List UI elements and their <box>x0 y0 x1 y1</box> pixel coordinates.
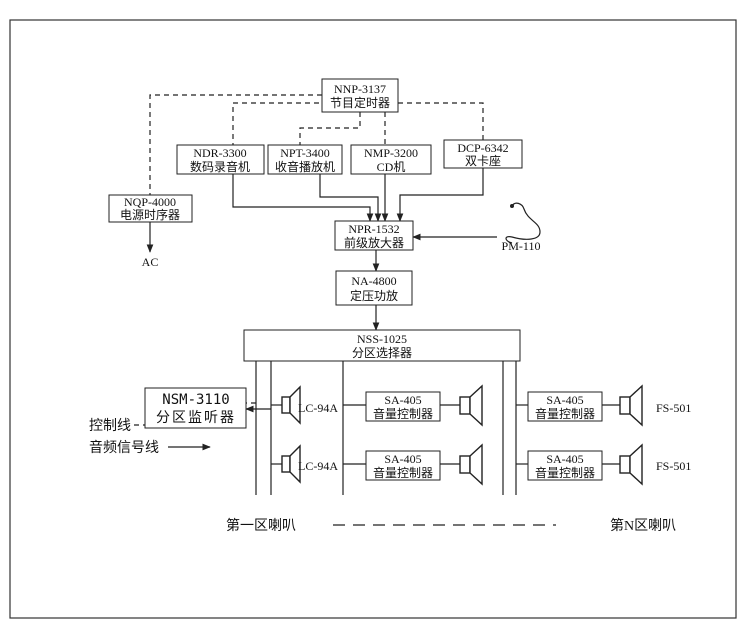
cassette-deck-box[interactable]: DCP-6342 双卡座 <box>443 139 523 169</box>
volume-control-row2-zone1[interactable]: SA-405 音量控制器 <box>365 450 441 481</box>
preamplifier-name: 前级放大器 <box>344 235 404 250</box>
volume-control-row1-zoneN[interactable]: SA-405 音量控制器 <box>527 391 603 422</box>
speaker-lc-row1-icon <box>281 385 301 425</box>
zone-selector-model: NSS-1025 <box>357 332 407 346</box>
cassette-deck-name: 双卡座 <box>465 153 501 168</box>
power-amplifier-model: NA-4800 <box>351 274 396 288</box>
microphone-icon <box>505 202 541 244</box>
microphone-label: PM-110 <box>502 239 541 253</box>
speaker-lc-row1-label: LC-94A <box>298 401 338 415</box>
speaker-lc-row2-icon <box>281 444 301 484</box>
speaker-fs-row2-icon <box>619 443 643 486</box>
volume-control-model: SA-405 <box>546 452 583 466</box>
volume-control-name: 音量控制器 <box>535 465 595 480</box>
zone-selector-name: 分区选择器 <box>352 346 412 360</box>
radio-player-model: NPT-3400 <box>280 146 330 160</box>
recorder-name: 数码录音机 <box>190 159 250 174</box>
legend-audio-line-label: 音频信号线 <box>89 439 159 456</box>
recorder-box[interactable]: NDR-3300 数码录音机 <box>176 144 265 175</box>
volume-control-name: 音量控制器 <box>373 406 433 421</box>
speaker-lc-row2-label: LC-94A <box>298 459 338 473</box>
volume-control-model: SA-405 <box>546 393 583 407</box>
power-sequencer-box[interactable]: NQP-4000 电源时序器 <box>108 194 193 223</box>
cd-player-box[interactable]: NMP-3200 CD机 <box>350 144 432 175</box>
zone-monitor-box[interactable]: NSM-3110 分区监听器 <box>144 387 247 429</box>
cd-player-name: CD机 <box>377 160 406 174</box>
audio-lines <box>146 168 497 331</box>
control-lines <box>149 94 484 195</box>
radio-player-name: 收音播放机 <box>275 159 335 174</box>
zone-bus-lines <box>245 361 620 495</box>
volume-control-model: SA-405 <box>384 393 421 407</box>
speaker-fs-row1-icon <box>619 384 643 427</box>
timer-model: NNP-3137 <box>334 82 386 96</box>
zone-monitor-model: NSM-3110 <box>162 392 229 408</box>
speaker-row2-zone1-icon <box>459 443 483 486</box>
radio-player-box[interactable]: NPT-3400 收音播放机 <box>267 144 343 175</box>
preamplifier-model: NPR-1532 <box>348 222 399 236</box>
legend: 控制线 音频信号线 <box>89 418 211 456</box>
cd-player-model: NMP-3200 <box>364 146 418 160</box>
power-sequencer-model: NQP-4000 <box>124 195 176 209</box>
power-amplifier-box[interactable]: NA-4800 定压功放 <box>335 270 413 306</box>
zone-selector-box[interactable]: NSS-1025 分区选择器 <box>243 329 521 362</box>
power-amplifier-name: 定压功放 <box>350 288 398 303</box>
volume-control-name: 音量控制器 <box>373 465 433 480</box>
power-sequencer-name: 电源时序器 <box>120 207 180 222</box>
preamplifier-box[interactable]: NPR-1532 前级放大器 <box>334 220 414 251</box>
timer-name: 节目定时器 <box>330 95 390 110</box>
speaker-fs-row1-label: FS-501 <box>656 401 691 415</box>
speaker-row1-zone1-icon <box>459 384 483 427</box>
diagram-frame <box>9 19 737 619</box>
legend-control-line-label: 控制线 <box>89 418 131 434</box>
timer-box[interactable]: NNP-3137 节目定时器 <box>321 78 399 113</box>
speaker-fs-row2-label: FS-501 <box>656 459 691 473</box>
cassette-deck-model: DCP-6342 <box>457 141 508 155</box>
volume-control-row1-zone1[interactable]: SA-405 音量控制器 <box>365 391 441 422</box>
ac-label: AC <box>142 255 159 269</box>
volume-control-model: SA-405 <box>384 452 421 466</box>
zone-monitor-name: 分区监听器 <box>156 410 236 426</box>
volume-control-name: 音量控制器 <box>535 406 595 421</box>
recorder-model: NDR-3300 <box>193 146 246 160</box>
volume-control-row2-zoneN[interactable]: SA-405 音量控制器 <box>527 450 603 481</box>
zone-first-label: 第一区喇叭 <box>226 517 296 534</box>
zone-nth-label: 第N区喇叭 <box>610 517 676 534</box>
